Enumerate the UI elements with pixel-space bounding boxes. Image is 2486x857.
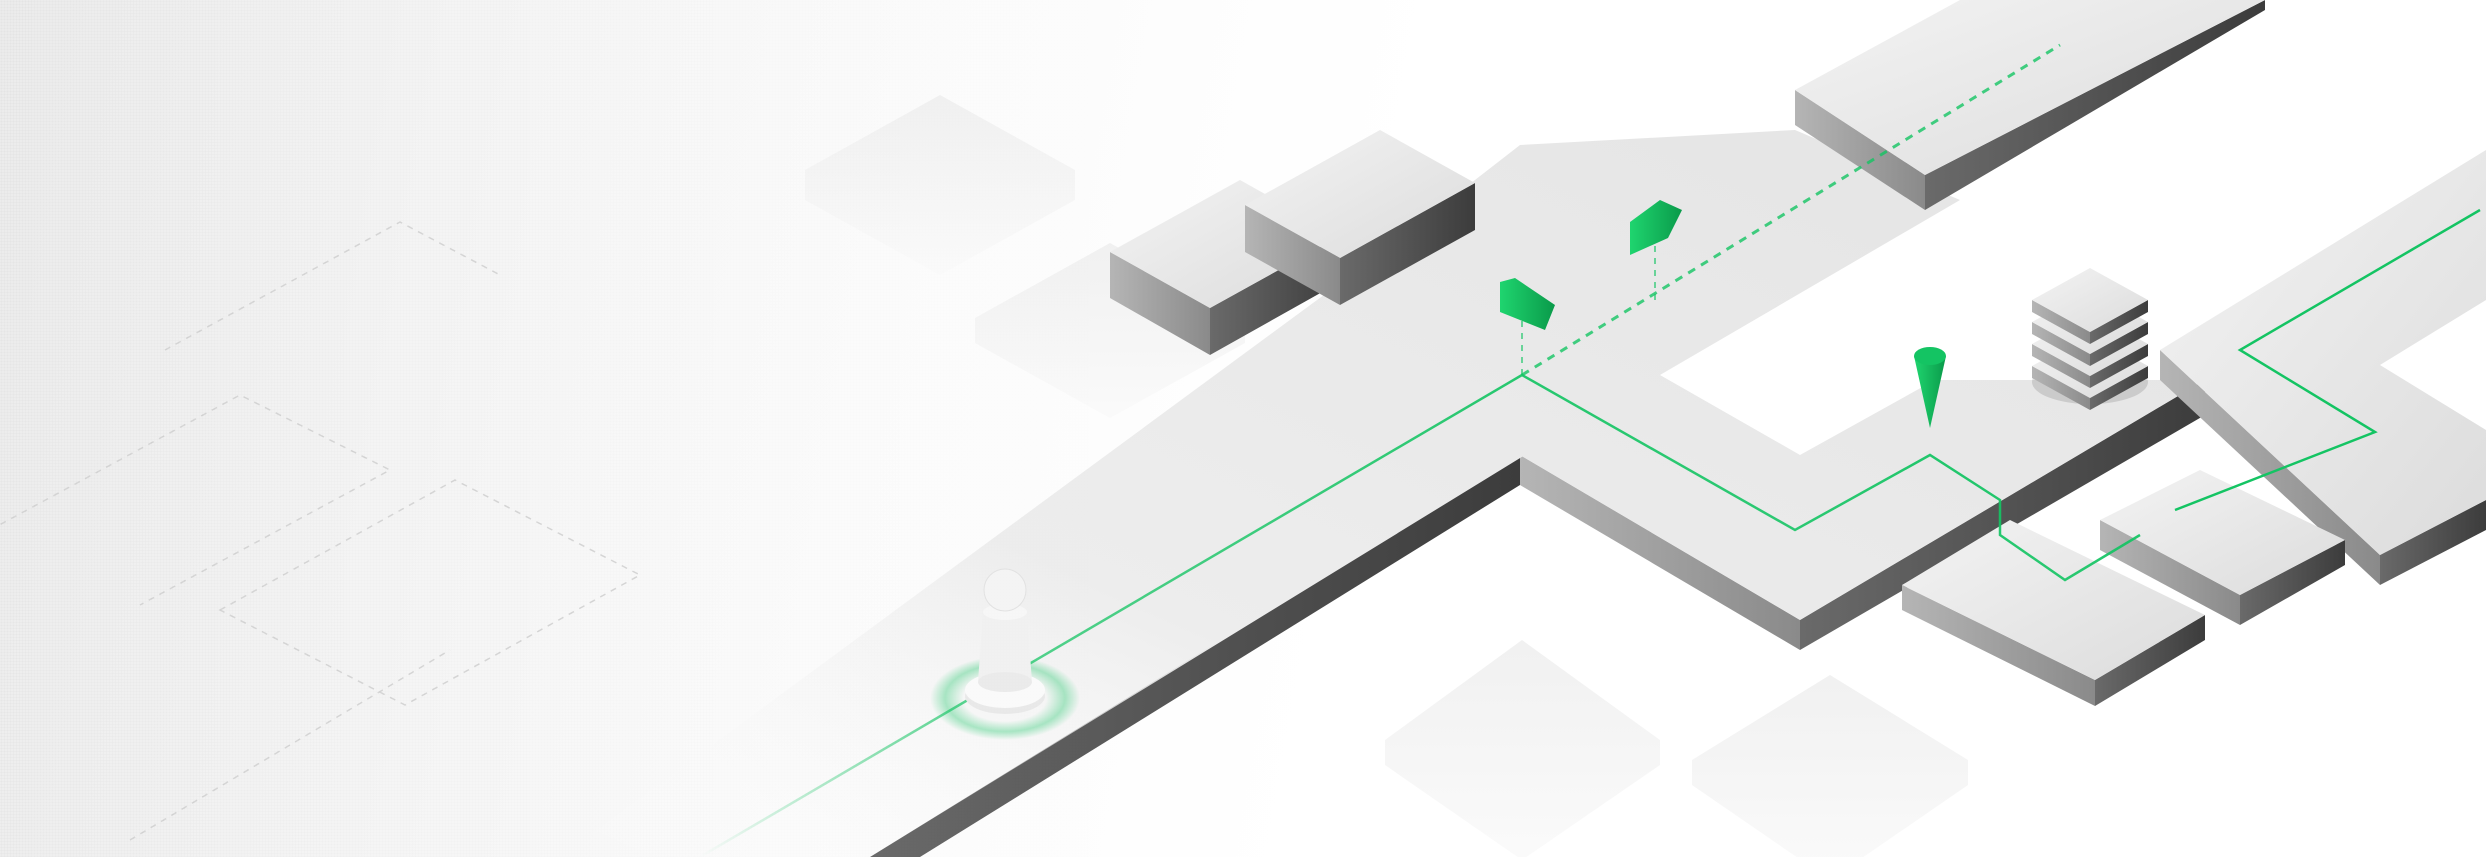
flag-marker-2-icon <box>1500 278 1555 330</box>
floating-block-3 <box>1795 0 2265 210</box>
dashed-outline-1 <box>0 394 392 606</box>
floating-block-5 <box>2100 470 2345 625</box>
route-lines <box>699 43 2481 857</box>
dashed-outline-2 <box>164 221 501 351</box>
route-line-right <box>2174 208 2481 512</box>
ghost-tile-5 <box>1692 675 1968 857</box>
flag-marker-1-icon <box>1630 200 1682 255</box>
location-pin-icon <box>1914 347 1946 428</box>
dashed-outline-3 <box>218 479 642 706</box>
ghost-tile-4 <box>1385 640 1660 857</box>
dashed-outline-4 <box>129 649 451 841</box>
pawn-icon <box>930 568 1080 740</box>
flag-markers <box>1500 200 1682 330</box>
stacked-layers-icon <box>2032 268 2148 410</box>
ghost-tile-1 <box>805 95 1075 275</box>
right-arm-platform <box>2160 150 2486 585</box>
route-line-dashed <box>1521 43 2061 377</box>
floating-block-4 <box>1902 520 2205 706</box>
floating-blocks <box>1110 0 2345 706</box>
route-line-solid <box>699 373 2141 857</box>
dashed-outline-guides <box>0 221 642 841</box>
floating-block-2 <box>1245 130 1475 305</box>
